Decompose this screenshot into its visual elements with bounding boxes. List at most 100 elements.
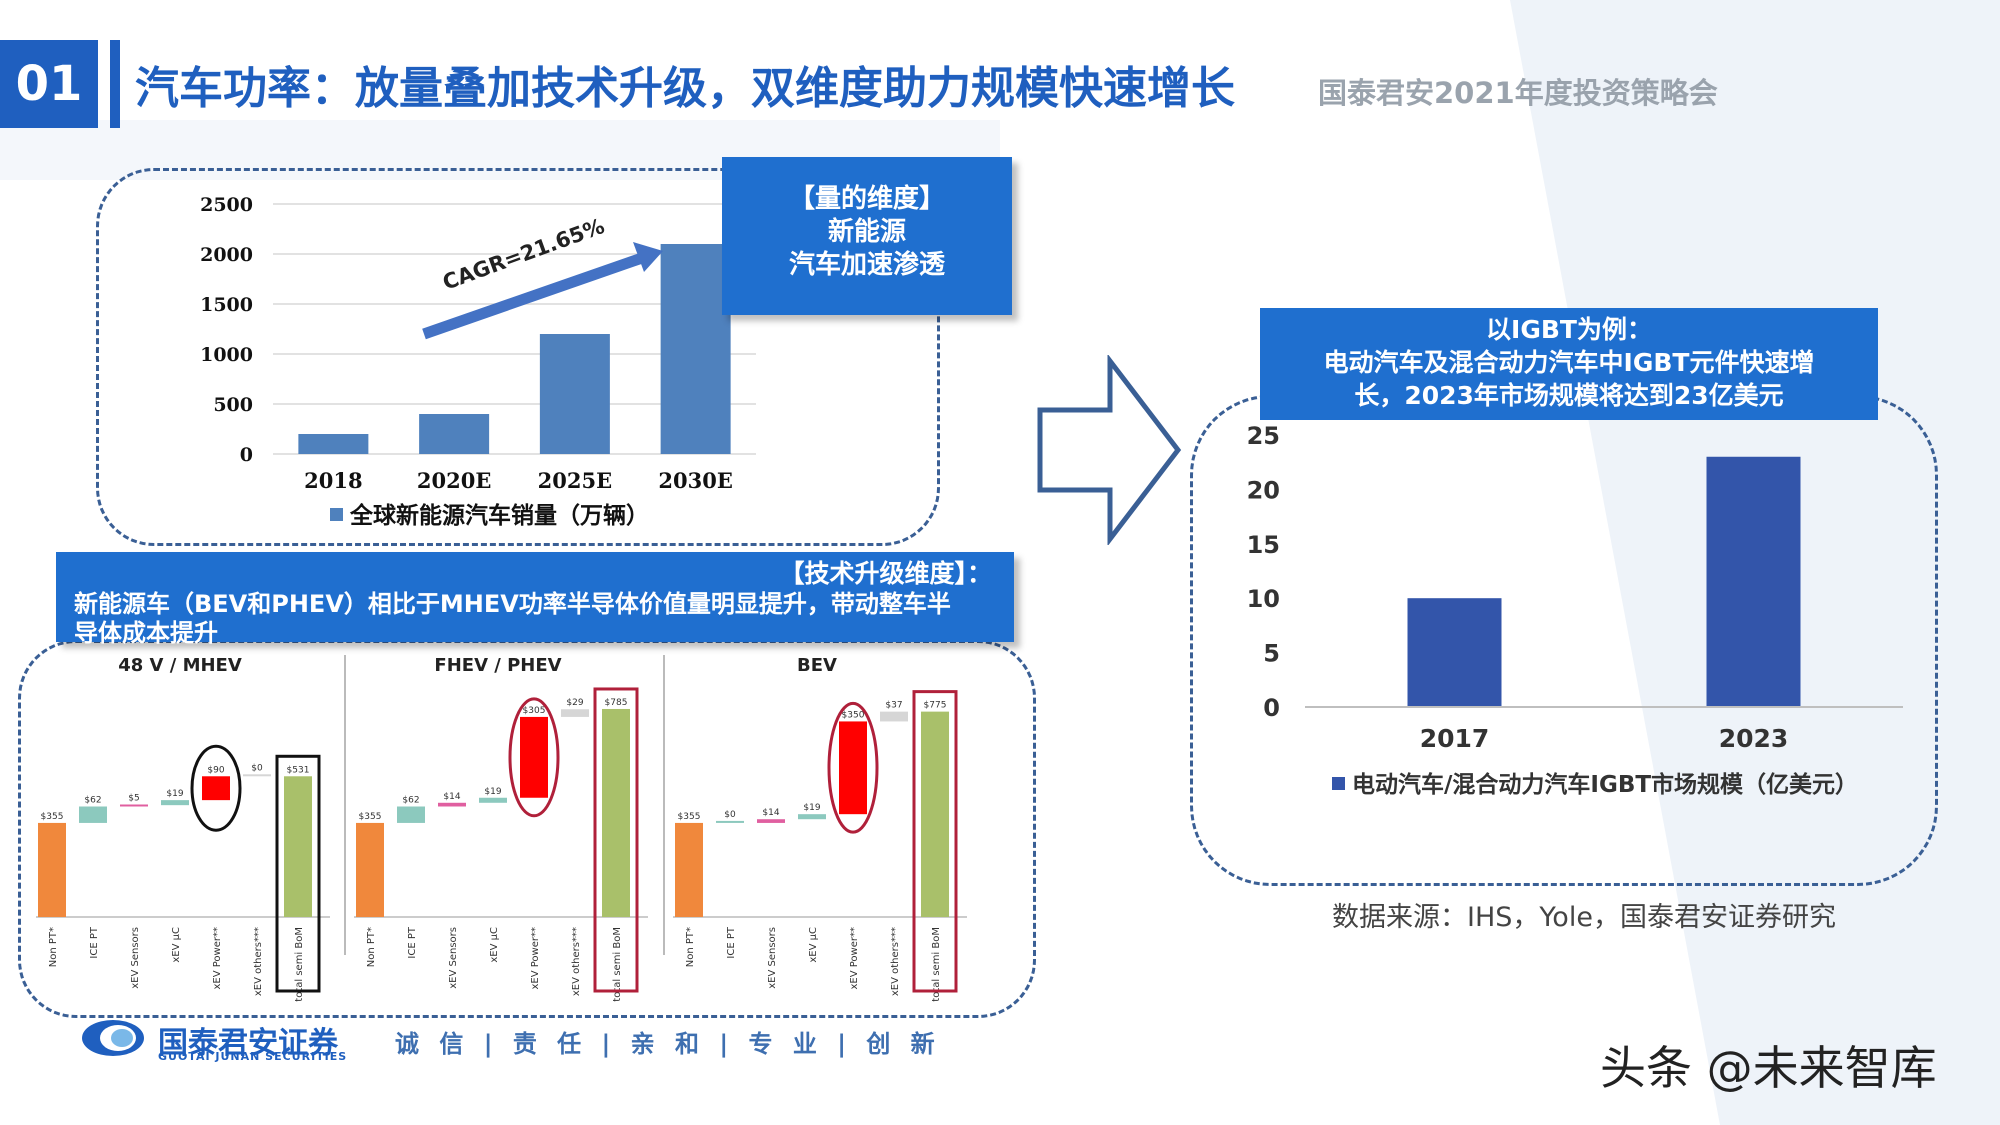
x-tick-label: 2018 [304, 468, 362, 493]
bars [298, 244, 731, 454]
legend-swatch [1332, 777, 1345, 790]
y-tick-label: 500 [213, 394, 253, 416]
x-tick-label: 2030E [658, 468, 732, 493]
bar-2017 [1407, 598, 1502, 707]
waterfall-bar [356, 822, 384, 917]
value-label: $90 [207, 765, 224, 775]
category-label: xEV μC [808, 927, 819, 963]
y-tick-label: 20 [1247, 476, 1280, 504]
x-tick-label: 2020E [417, 468, 491, 493]
y-tick-label: 0 [240, 444, 253, 466]
waterfall-bar [921, 711, 949, 917]
company-motto: 诚 信 | 责 任 | 亲 和 | 专 业 | 创 新 [395, 1030, 941, 1058]
waterfall-bar [798, 814, 826, 820]
y-tick-label: 5 [1263, 640, 1280, 668]
callout-line: 长，2023年市场规模将达到23亿美元 [1354, 381, 1784, 410]
callout-line: 电动汽车及混合动力汽车中IGBT元件快速增 [1323, 348, 1815, 377]
category-label: ICE PT [726, 926, 737, 958]
bar-2020E [419, 414, 490, 454]
y-tick-label: 25 [1247, 422, 1280, 450]
tech-callout-body: 新能源车（BEV和PHEV）相比于MHEV功率半导体价值量明显提升，带动整车半 [74, 590, 951, 618]
tech-callout-title: 【技术升级维度】： [779, 559, 992, 588]
category-label: xEV Sensors [767, 927, 778, 989]
tech-callout-body: 导体成本提升 [74, 619, 218, 647]
legend-label: 全球新能源汽车销量（万辆） [349, 502, 649, 529]
category-label: xEV Power** [212, 927, 223, 990]
title-accent-bar [110, 40, 120, 128]
waterfall-bar [839, 721, 867, 815]
waterfall-bar [880, 711, 908, 722]
value-label: $14 [443, 792, 460, 802]
tech-dimension-callout: 【技术升级维度】： 新能源车（BEV和PHEV）相比于MHEV功率半导体价值量明… [56, 552, 1014, 647]
panel-title: 48 V / MHEV [118, 655, 242, 676]
bars [1407, 456, 1801, 707]
page-title: 汽车功率：放量叠加技术升级，双维度助力规模快速增长 [135, 63, 1235, 114]
category-label: Non PT* [48, 927, 59, 967]
callout-line: 【量的维度】 [788, 184, 945, 214]
value-label: $19 [484, 787, 501, 797]
bar-2018 [298, 434, 369, 454]
bar-2030E [660, 244, 731, 454]
waterfall-bar [675, 822, 703, 917]
watermark: 头条 @未来智库 [1600, 1041, 1937, 1095]
value-label: $37 [885, 701, 902, 711]
waterfall-bar [243, 774, 271, 777]
value-label: $29 [566, 698, 583, 708]
right-arrow-icon [1037, 355, 1182, 545]
value-label: $355 [41, 812, 64, 822]
igbt-callout: 以IGBT为例： 电动汽车及混合动力汽车中IGBT元件快速增 长，2023年市场… [1260, 308, 1878, 420]
category-label: ICE PT [89, 926, 100, 958]
category-label: total semi BoM [931, 927, 942, 1002]
value-label: $531 [287, 765, 310, 775]
bar-2025E [539, 334, 610, 454]
highlight-ellipse [190, 744, 242, 832]
highlight-ellipse [827, 701, 879, 834]
y-tick-label: 15 [1247, 531, 1280, 559]
waterfall-bar [520, 716, 548, 798]
event-name: 国泰君安2021年度投资策略会 [1318, 76, 1718, 110]
legend-label: 电动汽车/混合动力汽车IGBT市场规模（亿美元） [1352, 771, 1858, 798]
category-label: total semi BoM [294, 927, 305, 1002]
company-name: 国泰君安证券 [158, 1026, 338, 1061]
category-label: xEV others*** [571, 927, 582, 996]
value-label: $350 [842, 710, 865, 720]
highlight-box [593, 687, 639, 993]
volume-dimension-callout: 【量的维度】 新能源 汽车加速渗透 [722, 157, 1012, 315]
highlight-box [912, 690, 958, 993]
waterfall-bar [479, 797, 507, 803]
panel-title: BEV [797, 655, 837, 676]
y-tick-label: 2000 [200, 244, 253, 266]
waterfall-bar [757, 819, 785, 823]
waterfall-bar [161, 800, 189, 806]
cagr-arrow [422, 242, 663, 340]
category-label: xEV others*** [253, 927, 264, 996]
y-tick-label: 0 [1263, 694, 1280, 722]
waterfall-bar [397, 806, 425, 823]
category-label: xEV others*** [890, 927, 901, 996]
value-label: $0 [724, 810, 736, 820]
category-label: Non PT* [685, 927, 696, 967]
value-label: $14 [762, 808, 779, 818]
x-tick-label: 2017 [1420, 724, 1490, 753]
waterfall-bar [38, 822, 66, 917]
data-source: 数据来源：IHS，Yole，国泰君安证券研究 [1332, 902, 1836, 933]
value-label: $19 [166, 789, 183, 799]
category-label: total semi BoM [612, 927, 623, 1002]
x-tick-label: 2025E [538, 468, 612, 493]
category-label: ICE PT [407, 926, 418, 958]
category-label: xEV μC [489, 927, 500, 963]
y-tick-label: 1000 [200, 344, 253, 366]
waterfall-bar [602, 708, 630, 917]
y-tick-label: 1500 [200, 294, 253, 316]
value-label: $355 [359, 812, 382, 822]
x-ticks: 2018 2020E 2025E 2030E [304, 468, 733, 493]
value-label: $775 [924, 701, 947, 711]
category-label: xEV Power** [530, 927, 541, 990]
value-label: $0 [251, 763, 263, 773]
